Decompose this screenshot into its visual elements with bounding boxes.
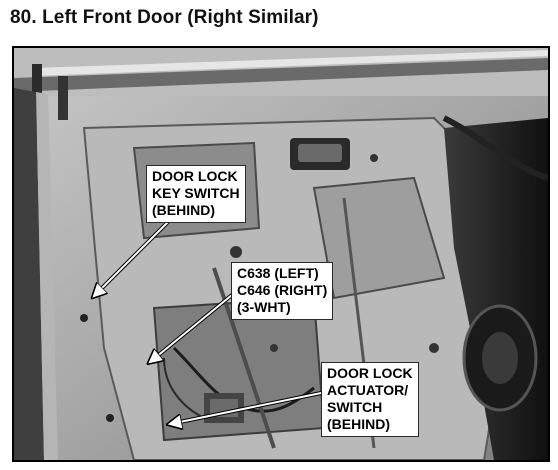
door-photo [12,46,550,462]
page-title: 80. Left Front Door (Right Similar) [10,7,319,28]
callout-line: (3-WHT) [237,299,291,315]
callout-door-lock-actuator: DOOR LOCK ACTUATOR/ SWITCH (BEHIND) [321,362,419,437]
callout-connector: C638 (LEFT) C646 (RIGHT) (3-WHT) [231,262,334,320]
callout-line: C646 (RIGHT) [237,282,328,298]
callout-door-lock-key-switch: DOOR LOCK KEY SWITCH (BEHIND) [146,165,246,223]
callout-line: C638 (LEFT) [237,265,319,281]
callout-line: (BEHIND) [152,202,215,218]
callout-line: ACTUATOR/ [327,382,409,398]
callout-line: KEY SWITCH [152,185,240,201]
callout-line: DOOR LOCK [152,168,238,184]
door-photo-illustration [14,48,548,460]
callout-line: DOOR LOCK [327,365,413,381]
callout-line: SWITCH [327,399,383,415]
callout-line: (BEHIND) [327,416,390,432]
